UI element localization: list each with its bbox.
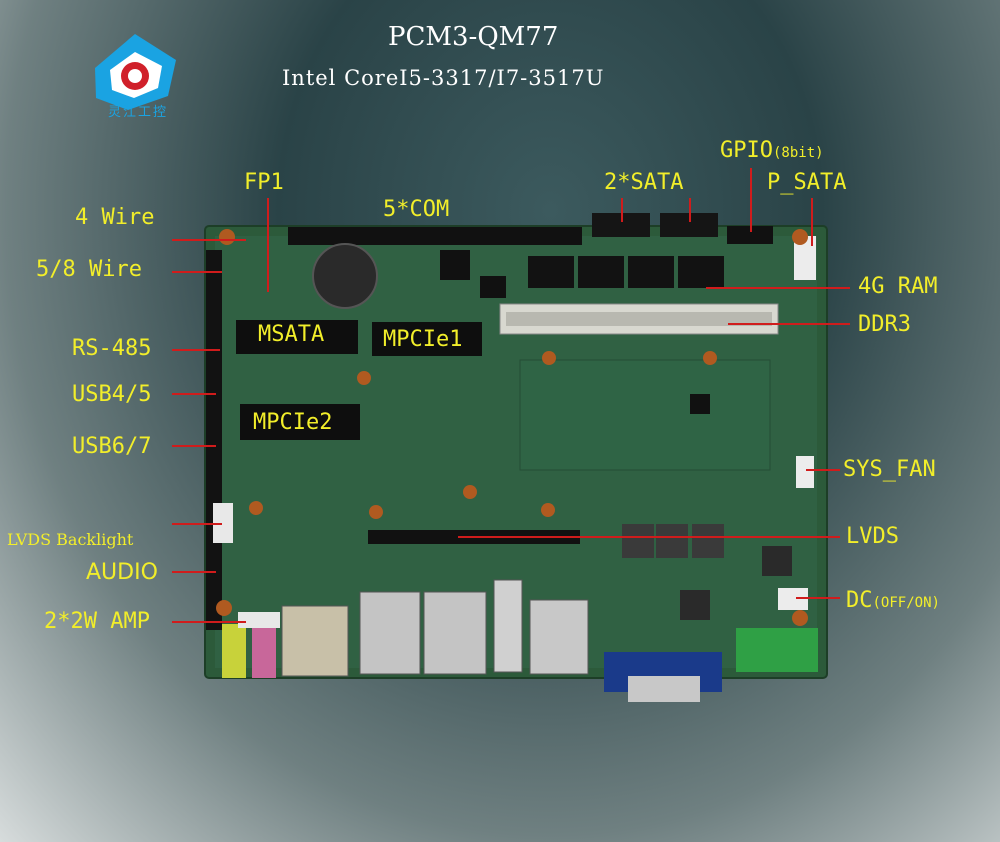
com-headers xyxy=(288,227,582,245)
cmos-battery xyxy=(312,243,378,309)
label-lvds: LVDS xyxy=(846,524,899,549)
label-audio: AUDIO xyxy=(86,560,158,585)
label-58-wire: 5/8 Wire xyxy=(36,257,142,282)
sys-fan-connector xyxy=(796,456,814,488)
label-mpcie2: MPCIe2 xyxy=(253,410,333,435)
ram-chip xyxy=(628,256,674,288)
label-fp1: FP1 xyxy=(244,170,284,195)
label-lvds-backlight: LVDS Backlight xyxy=(7,530,134,549)
amp-connector xyxy=(238,612,280,628)
label-2-sata: 2*SATA xyxy=(604,170,684,195)
audio-jack-mic xyxy=(252,624,276,678)
label-amp: 2*2W AMP xyxy=(44,609,150,634)
label-mpcie1: MPCIe1 xyxy=(383,327,463,352)
label-4g-ram: 4G RAM xyxy=(858,274,938,299)
label-gpio-bits: (8bit) xyxy=(772,145,824,161)
lvds-backlight-connector xyxy=(213,503,233,543)
label-gpio: GPIO(8bit) xyxy=(720,138,824,163)
audio-jack-lineout xyxy=(222,624,246,678)
p-sata-connector xyxy=(794,236,816,280)
label-usb45: USB4/5 xyxy=(72,382,152,407)
label-dc-state: (OFF/ON) xyxy=(872,595,940,611)
label-sys-fan: SYS_FAN xyxy=(843,457,936,482)
label-usb67: USB6/7 xyxy=(72,434,152,459)
rj45-2 xyxy=(423,591,487,675)
dc-switch-connector xyxy=(778,588,808,610)
ram-chip xyxy=(528,256,574,288)
mpcie2-slot xyxy=(240,404,360,440)
label-4-wire: 4 Wire xyxy=(75,205,155,230)
choke xyxy=(622,524,654,558)
label-5-com: 5*COM xyxy=(383,197,450,222)
label-gpio-text: GPIO xyxy=(720,138,773,163)
label-rs485: RS-485 xyxy=(72,336,152,361)
usb-vertical xyxy=(493,579,523,673)
rj45-1 xyxy=(359,591,421,675)
label-dc: DC(OFF/ON) xyxy=(846,588,940,613)
mpcie1-slot xyxy=(372,322,482,356)
label-msata: MSATA xyxy=(258,322,325,347)
gpio-header xyxy=(727,226,773,244)
usb-stack xyxy=(529,599,589,675)
ram-chip xyxy=(678,256,724,288)
label-dc-text: DC xyxy=(846,588,873,613)
choke xyxy=(692,524,724,558)
page-subtitle: Intel CoreI5-3317/I7-3517U xyxy=(282,66,605,90)
label-p-sata: P_SATA xyxy=(767,170,847,195)
displayport xyxy=(281,605,349,677)
dc-power-terminal xyxy=(736,628,818,672)
logo-text: 灵江工控 xyxy=(108,105,169,120)
label-ddr3: DDR3 xyxy=(858,312,911,337)
msata-slot xyxy=(236,320,358,354)
ram-chip xyxy=(578,256,624,288)
logo-icon xyxy=(95,34,176,110)
page-title: PCM3-QM77 xyxy=(388,22,559,52)
choke xyxy=(656,524,688,558)
